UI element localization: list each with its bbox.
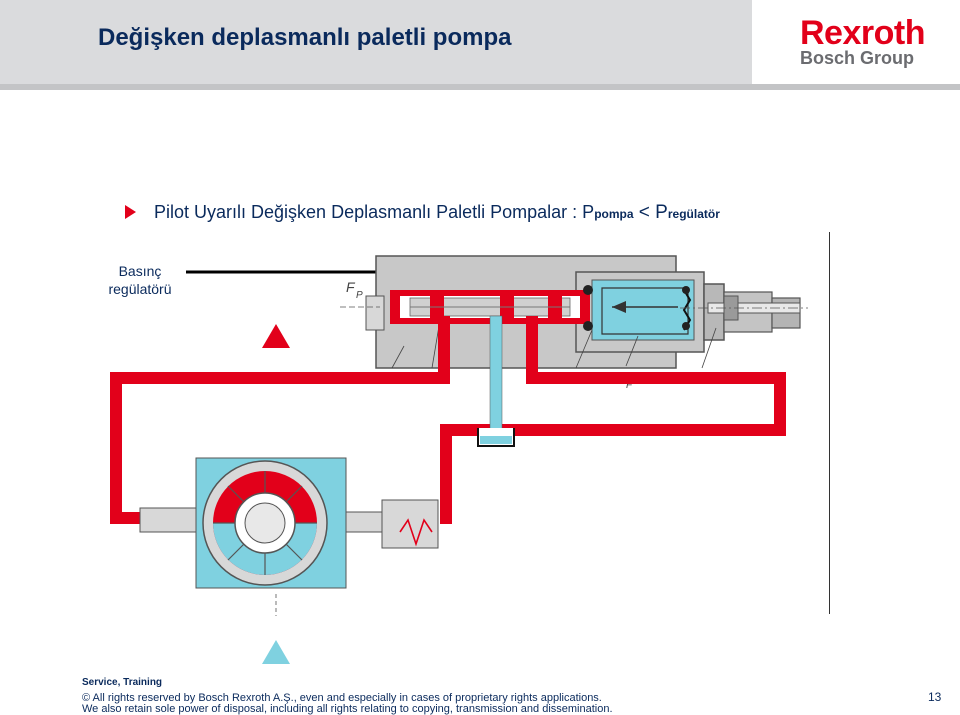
spool-bore — [390, 290, 590, 324]
bullet-triangle-icon — [125, 205, 136, 219]
label-fp-sub: P — [356, 290, 363, 301]
drain-line — [477, 315, 515, 447]
spring-chamber — [583, 279, 695, 341]
header-divider — [0, 84, 960, 90]
rexroth-logo: Rexroth Bosch Group — [790, 14, 940, 74]
callout-line-2: regülatörü — [108, 281, 172, 297]
bullet-heading: Pilot Uyarılı Değişken Deplasmanlı Palet… — [125, 202, 720, 224]
suction-inlet-arrow-icon — [262, 640, 290, 664]
footer-copyright-2: We also retain sole power of disposal, i… — [82, 703, 613, 715]
bullet-sub-regulator: regülatör — [667, 207, 720, 221]
logo-wordmark: Rexroth — [800, 14, 925, 52]
footer-service: Service, Training — [82, 677, 163, 688]
vertical-divider — [829, 232, 830, 614]
footer-copyright-1: © All rights reserved by Bosch Rexroth A… — [82, 692, 602, 704]
bullet-sub-pompa: pompa — [594, 207, 634, 221]
bullet-mid: < P — [633, 202, 668, 223]
pump-body — [139, 457, 439, 589]
bullet-text: Pilot Uyarılı Değişken Deplasmanlı Palet… — [154, 202, 595, 222]
adjusting-screw — [680, 295, 808, 321]
logo-subtitle: Bosch Group — [800, 48, 915, 68]
pressure-line — [110, 316, 786, 524]
page-number: 13 — [928, 690, 942, 704]
label-fp: F — [346, 279, 356, 295]
callout-line-1: Basınç — [118, 263, 162, 279]
label-ff-sub: F — [626, 380, 633, 391]
pressure-regulator-callout: Basınç regülatörü — [96, 262, 184, 298]
page-title: Değişken deplasmanlı paletli pompa — [98, 24, 512, 51]
pressure-outlet-arrow-icon — [262, 324, 290, 348]
header-bar — [0, 0, 752, 84]
